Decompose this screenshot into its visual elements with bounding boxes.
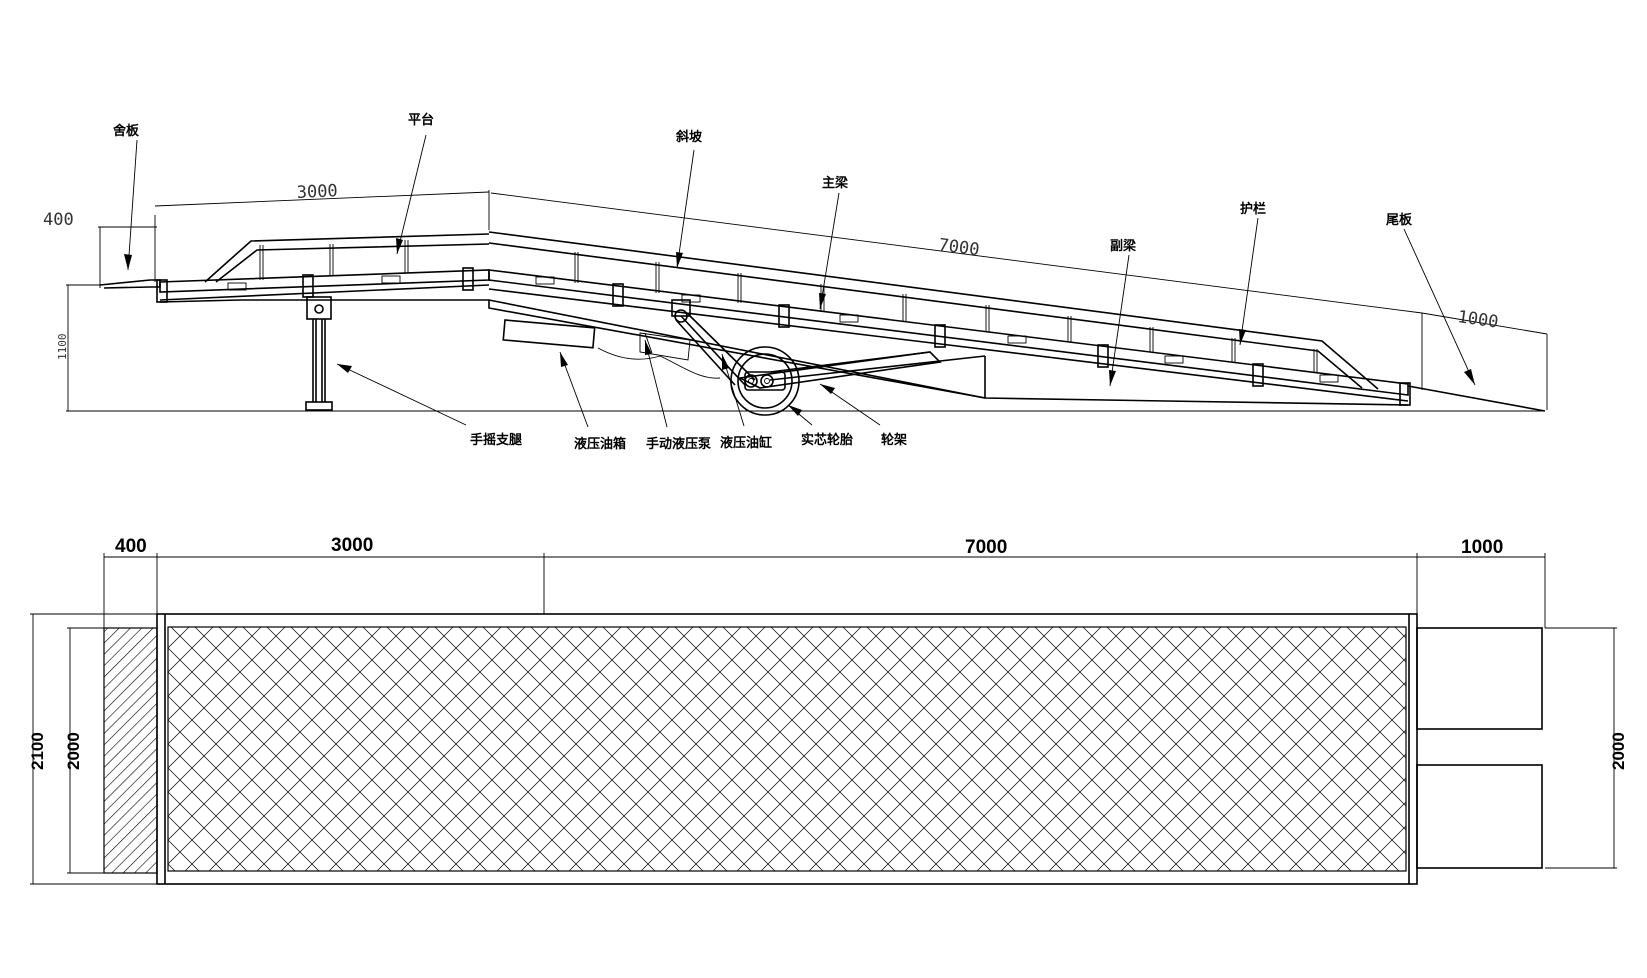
label-hand-pump: 手动液压泵 [646, 436, 711, 452]
wheel-frame-shape [737, 351, 942, 389]
tail-plate-shape [1407, 385, 1546, 412]
hydraulic-hose [597, 347, 721, 379]
plan-dim-inner-width: 2000 [64, 732, 83, 770]
plan-dim-ramp: 7000 [965, 537, 1007, 558]
label-ramp: 斜坡 [675, 129, 703, 145]
label-platform: 平台 [408, 112, 434, 128]
platform-guardrail [204, 233, 490, 283]
plan-dim-tail-width: 2000 [1609, 732, 1628, 770]
cylinder-shape [671, 299, 756, 386]
label-sub-beam: 副梁 [1110, 238, 1137, 254]
label-oil-tank: 液压油箱 [574, 436, 626, 452]
hand-pump-shape [639, 332, 691, 361]
ramp-cross-posts [612, 283, 1411, 406]
ramp-rail-posts [574, 252, 1318, 373]
plan-tail-plate-bottom [1416, 764, 1543, 869]
label-wheel-frame: 轮架 [881, 432, 907, 448]
ramp-under-frame [488, 300, 1409, 406]
frame-brace [769, 355, 986, 381]
label-solid-tire: 实芯轮胎 [801, 432, 853, 448]
platform-deck [159, 269, 490, 293]
dim-hatch-len: 400 [43, 210, 74, 230]
label-main-beam: 主梁 [822, 175, 849, 191]
dim-height: 1100 [56, 334, 69, 361]
ramp-guardrail [488, 231, 1379, 390]
hand-leg [305, 296, 333, 411]
ramp-deck [488, 269, 1409, 396]
label-hand-leg: 手摇支腿 [470, 432, 522, 448]
platform-cleats [227, 275, 401, 291]
side-view: 400 3000 7000 1000 1100 [43, 112, 1548, 452]
label-tail-plate: 尾板 [1386, 212, 1413, 228]
solid-tire-shape [730, 346, 800, 416]
plan-right-dimensions: 2000 [1545, 627, 1628, 869]
plan-left-dimensions: 2100 2000 [28, 613, 160, 885]
plan-dim-hatch: 400 [115, 536, 147, 557]
side-dimensions: 400 3000 7000 1000 1100 [43, 181, 1548, 410]
label-hatch-plate: 舍板 [113, 123, 140, 139]
plan-dim-platform: 3000 [331, 535, 373, 556]
dim-tail-len: 1000 [1456, 307, 1499, 333]
plan-top-dimensions: 400 3000 7000 1000 [103, 535, 1546, 628]
dim-ramp-len: 7000 [937, 235, 980, 260]
oil-tank-shape [502, 319, 596, 349]
leader-arrows [124, 238, 1475, 416]
plan-tail-plate-top [1416, 627, 1543, 730]
label-oil-cylinder: 液压油缸 [720, 435, 772, 451]
plan-main-frame [156, 613, 1418, 885]
platform-rail-posts [259, 240, 409, 280]
plan-view: 400 3000 7000 1000 2100 2000 [28, 535, 1628, 885]
platform-side-beam [159, 284, 490, 301]
ramp-main-beam-line [488, 288, 1409, 402]
plan-mesh-deck [167, 626, 1407, 872]
dim-platform-len: 3000 [296, 181, 338, 203]
plan-dim-tail: 1000 [1461, 537, 1503, 558]
hatch-plate-shape [99, 279, 161, 289]
ramp-cleats [535, 276, 1339, 383]
plan-dim-outer-width: 2100 [28, 732, 47, 770]
leader-lines [127, 134, 1476, 428]
platform-lower-frame [159, 299, 986, 399]
label-guardrail: 护栏 [1240, 201, 1266, 217]
plan-hatch-plate [103, 627, 158, 874]
